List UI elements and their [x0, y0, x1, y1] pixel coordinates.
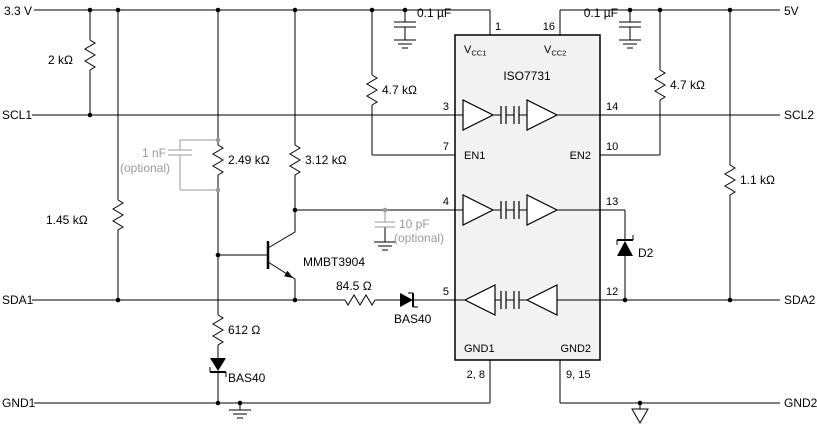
capacitor-1nf-value: 1 nF [142, 146, 166, 160]
net-label-gnd1: GND1 [2, 396, 36, 410]
net-label-scl2: SCL2 [784, 108, 814, 122]
net-labels: 3.3 V 5V SCL1 SDA1 GND1 SCL2 SDA2 GND2 [2, 4, 817, 410]
ic-gnd1-label: GND1 [464, 343, 495, 355]
capacitor-bypass-right-value: 0.1 µF [584, 6, 618, 20]
buffer-right-icon [462, 194, 495, 226]
ic-en1-label: EN1 [464, 150, 485, 162]
resistor-1-45k: 1.45 kΩ [46, 199, 124, 231]
pin-2-8: 2, 8 [467, 369, 485, 381]
pin-3: 3 [443, 101, 449, 113]
wires [32, 9, 780, 410]
resistor-3-12k-value: 3.12 kΩ [305, 153, 347, 167]
net-label-sda2: SDA2 [784, 293, 816, 307]
pin-14: 14 [606, 101, 618, 113]
resistor-84-5-value: 84.5 Ω [336, 279, 372, 293]
diode-bas40-sda1: BAS40 [394, 292, 432, 326]
resistor-4-7k-right: 4.7 kΩ [654, 69, 705, 101]
resistor-612: 612 Ω [212, 314, 260, 346]
resistor-1-1k-value: 1.1 kΩ [740, 173, 775, 187]
capacitor-10pf-value: 10 pF [399, 217, 430, 231]
resistor-2k: 2 kΩ [48, 39, 96, 71]
capacitor-10pf-optional: 10 pF (optional) [373, 207, 444, 251]
capacitor-bypass-left: 0.1 µF [393, 6, 451, 49]
ic-vcc2-label: VCC2 [544, 44, 566, 58]
capacitor-1nf-optional: 1 nF (optional) [120, 137, 221, 193]
diode-bas40-sda1-label: BAS40 [394, 312, 432, 326]
capacitor-bypass-right: 0.1 µF [584, 6, 642, 49]
transistor-label: MMBT3904 [303, 255, 365, 269]
ground-earth-icon [373, 241, 397, 251]
diode-d2: D2 [616, 235, 654, 260]
ic-iso7731: VCC1 VCC2 ISO7731 EN1 EN2 GND1 GND2 [454, 34, 601, 361]
diode-bas40-bias-label: BAS40 [228, 371, 266, 385]
diode-bas40-bias: BAS40 [209, 358, 266, 385]
emitter-arrow-icon [284, 270, 293, 278]
resistor-2-49k: 2.49 kΩ [212, 144, 270, 176]
resistor-4-7k-left-value: 4.7 kΩ [382, 83, 417, 97]
ic-part-number: ISO7731 [503, 69, 551, 83]
resistor-84-5: 84.5 Ω [336, 279, 376, 306]
pin-numbers: 1 16 3 14 7 10 4 13 5 12 2, 8 9, 15 [443, 21, 618, 381]
resistor-1-45k-value: 1.45 kΩ [46, 213, 88, 227]
resistor-4-7k-right-value: 4.7 kΩ [670, 78, 705, 92]
pin-5: 5 [443, 286, 449, 298]
pin-12: 12 [606, 286, 618, 298]
ground-earth-icon [618, 39, 642, 49]
pin-4: 4 [443, 196, 449, 208]
ground-symbols [228, 408, 649, 425]
ground-earth-icon [393, 39, 417, 49]
pin-10: 10 [606, 141, 618, 153]
net-label-3v3: 3.3 V [4, 4, 32, 18]
buffer-right-icon [526, 99, 559, 131]
pin-1: 1 [495, 21, 501, 33]
net-label-scl1: SCL1 [2, 108, 32, 122]
net-label-5v: 5V [784, 4, 799, 18]
resistor-1-1k: 1.1 kΩ [724, 164, 775, 196]
resistor-2-49k-value: 2.49 kΩ [228, 153, 270, 167]
pin-13: 13 [606, 196, 618, 208]
capacitor-10pf-note: (optional) [394, 231, 444, 245]
resistor-612-value: 612 Ω [228, 323, 260, 337]
resistor-2k-value: 2 kΩ [48, 53, 73, 67]
pin-9-15: 9, 15 [566, 369, 590, 381]
transistor-mmbt3904: MMBT3904 [266, 210, 365, 300]
diode-d2-label: D2 [638, 246, 654, 260]
net-label-gnd2: GND2 [784, 396, 817, 410]
resistor-3-12k: 3.12 kΩ [289, 144, 347, 176]
ic-en2-label: EN2 [570, 150, 591, 162]
buffer-right-icon [462, 99, 495, 131]
pin-16: 16 [543, 21, 555, 33]
ground-arrow-icon [631, 408, 649, 425]
capacitor-1nf-note: (optional) [120, 161, 170, 175]
ic-vcc1-label: VCC1 [464, 44, 486, 58]
pin-7: 7 [443, 141, 449, 153]
buffer-right-icon [526, 194, 559, 226]
junction-dots [87, 7, 733, 406]
net-label-sda1: SDA1 [2, 293, 34, 307]
resistor-4-7k-left: 4.7 kΩ [366, 74, 417, 106]
capacitor-bypass-left-value: 0.1 µF [417, 6, 451, 20]
ic-gnd2-label: GND2 [560, 343, 591, 355]
ground-earth-icon [228, 409, 252, 419]
